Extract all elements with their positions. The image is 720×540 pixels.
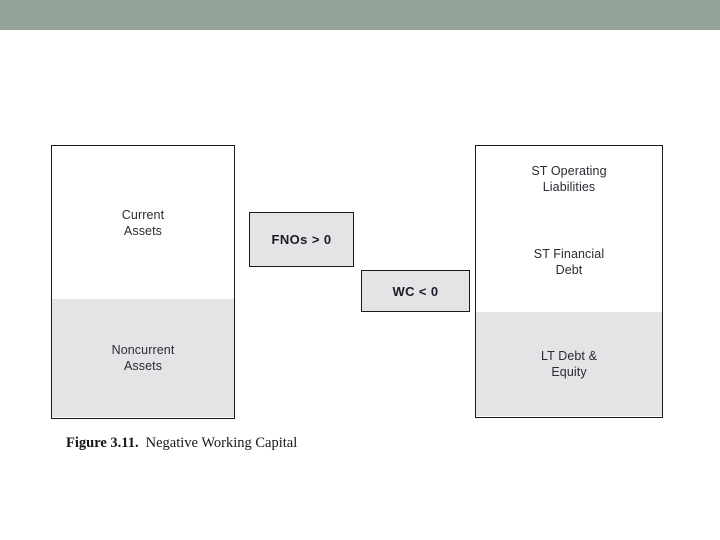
figure-caption: Figure 3.11. Negative Working Capital: [66, 435, 586, 452]
callout-fnos: FNOs > 0: [249, 212, 354, 267]
segment-st-operating-liabilities: ST Operating Liabilities: [476, 146, 662, 212]
segment-st-financial-debt-label: ST Financial Debt: [533, 247, 605, 277]
figure-caption-label: Figure 3.11.: [66, 435, 139, 451]
assets-stack-box: Current Assets Noncurrent Assets: [51, 145, 235, 419]
callout-fnos-label: FNOs > 0: [271, 232, 332, 247]
figure-negative-working-capital: Current Assets Noncurrent Assets ST Oper…: [0, 30, 720, 540]
header-band: [0, 0, 720, 30]
segment-noncurrent-assets-label: Noncurrent Assets: [111, 343, 175, 373]
figure-caption-title: Negative Working Capital: [145, 435, 298, 451]
segment-noncurrent-assets: Noncurrent Assets: [52, 299, 234, 417]
segment-lt-debt-equity: LT Debt & Equity: [476, 312, 662, 416]
segment-lt-debt-equity-label: LT Debt & Equity: [540, 349, 598, 379]
segment-st-financial-debt: ST Financial Debt: [476, 212, 662, 312]
segment-current-assets-label: Current Assets: [121, 207, 165, 238]
callout-wc: WC < 0: [361, 270, 470, 312]
segment-current-assets: Current Assets: [52, 146, 234, 299]
liabilities-equity-stack-box: ST Operating Liabilities ST Financial De…: [475, 145, 663, 418]
callout-wc-label: WC < 0: [392, 283, 439, 299]
segment-st-operating-liabilities-label: ST Operating Liabilities: [531, 164, 607, 194]
